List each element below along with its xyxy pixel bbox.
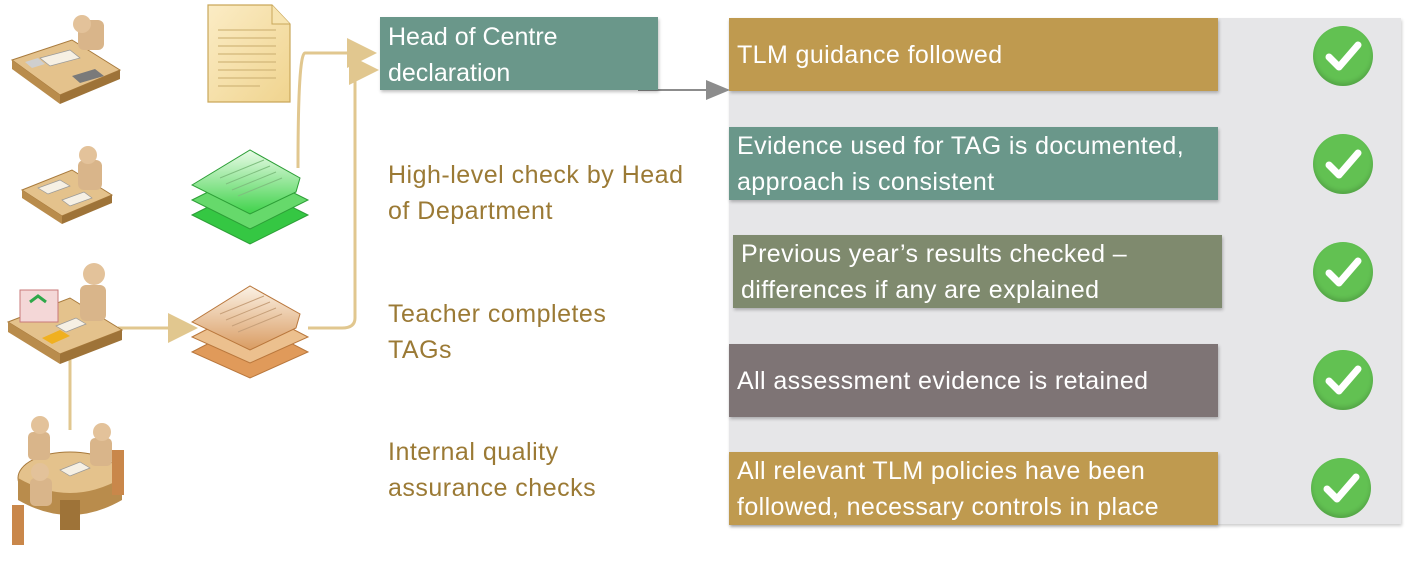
head-of-centre-box: Head of Centre declaration <box>380 17 658 90</box>
person-at-desk-icon <box>6 263 124 364</box>
criterion-text: Previous year’s results checked – differ… <box>741 239 1128 304</box>
criterion-text: All relevant TLM policies have been foll… <box>737 456 1159 521</box>
stacked-papers-icon <box>190 285 310 379</box>
tan-papers-to-hoc-arrow <box>308 55 379 330</box>
checkmark-icon <box>1311 458 1371 518</box>
checkmark-icon <box>1313 26 1373 86</box>
criterion-policies-followed: All relevant TLM policies have been foll… <box>729 452 1218 525</box>
checkmark-icon <box>1313 242 1373 302</box>
criterion-text: All assessment evidence is retained <box>737 366 1149 395</box>
person-at-desk-icon <box>20 146 114 224</box>
checkmark-icon <box>1313 134 1373 194</box>
meeting-table-icon <box>12 416 124 545</box>
person-at-desk-icon <box>10 15 122 104</box>
criteria-panel: TLM guidance followed Evidence used for … <box>729 18 1401 525</box>
criterion-text: Evidence used for TAG is documented, app… <box>737 131 1185 196</box>
head-of-centre-label: Head of Centre declaration <box>388 23 558 87</box>
criterion-text: TLM guidance followed <box>737 40 1003 69</box>
step-label-teacher-completes: Teacher completes TAGs <box>388 300 607 364</box>
connector-lines <box>68 38 379 430</box>
criterion-evidence-retained: All assessment evidence is retained <box>729 344 1218 417</box>
criterion-evidence-documented: Evidence used for TAG is documented, app… <box>729 127 1218 200</box>
criterion-tlm-guidance: TLM guidance followed <box>729 18 1218 91</box>
step-label-internal-qa: Internal quality assurance checks <box>388 438 597 502</box>
document-icon <box>207 4 291 103</box>
criterion-previous-results: Previous year’s results checked – differ… <box>733 235 1222 308</box>
step-label-head-of-department: High-level check by Head of Department <box>388 161 684 225</box>
stacked-papers-icon <box>190 149 310 245</box>
checkmark-icon <box>1313 350 1373 410</box>
green-papers-to-hoc-arrow <box>296 38 377 169</box>
